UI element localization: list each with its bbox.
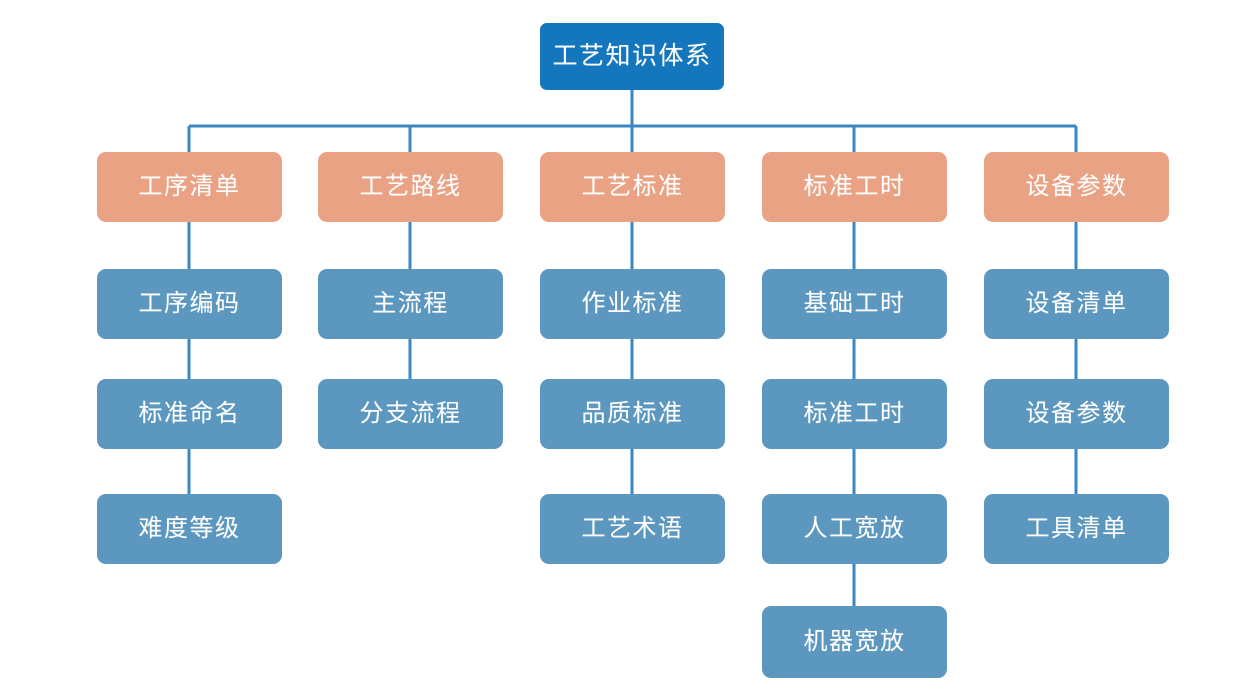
node-leaf-3-3[interactable]: 工艺术语 [540, 494, 725, 564]
node-leaf-4-4[interactable]: 机器宽放 [762, 606, 947, 678]
node-leaf-3-3-label: 工艺术语 [581, 515, 684, 542]
node-branch-2-label: 工艺路线 [359, 173, 462, 200]
node-branch-3[interactable]: 工艺标准 [540, 152, 725, 222]
node-root-label: 工艺知识体系 [552, 42, 712, 70]
node-leaf-2-1[interactable]: 主流程 [318, 269, 503, 339]
node-branch-1[interactable]: 工序清单 [97, 152, 282, 222]
node-branch-5-label: 设备参数 [1025, 173, 1128, 200]
node-leaf-1-3[interactable]: 难度等级 [97, 494, 282, 564]
node-branch-5[interactable]: 设备参数 [984, 152, 1169, 222]
node-branch-2[interactable]: 工艺路线 [318, 152, 503, 222]
node-leaf-1-1-label: 工序编码 [138, 290, 241, 317]
node-leaf-2-1-label: 主流程 [372, 290, 449, 317]
node-leaf-5-2[interactable]: 设备参数 [984, 379, 1169, 449]
node-leaf-3-1-label: 作业标准 [581, 290, 684, 317]
node-leaf-5-1[interactable]: 设备清单 [984, 269, 1169, 339]
node-leaf-5-2-label: 设备参数 [1025, 400, 1128, 427]
node-leaf-4-4-label: 机器宽放 [803, 628, 906, 655]
node-leaf-3-2[interactable]: 品质标准 [540, 379, 725, 449]
node-root[interactable]: 工艺知识体系 [540, 23, 724, 90]
node-leaf-5-3-label: 工具清单 [1025, 515, 1128, 542]
node-branch-4-label: 标准工时 [803, 173, 906, 200]
node-leaf-4-3-label: 人工宽放 [803, 515, 906, 542]
node-branch-1-label: 工序清单 [138, 173, 241, 200]
node-leaf-1-3-label: 难度等级 [138, 515, 241, 542]
node-leaf-3-2-label: 品质标准 [581, 400, 684, 427]
node-leaf-5-1-label: 设备清单 [1025, 290, 1128, 317]
node-leaf-1-1[interactable]: 工序编码 [97, 269, 282, 339]
node-branch-4[interactable]: 标准工时 [762, 152, 947, 222]
node-leaf-4-1[interactable]: 基础工时 [762, 269, 947, 339]
node-leaf-1-2-label: 标准命名 [138, 400, 241, 427]
node-leaf-5-3[interactable]: 工具清单 [984, 494, 1169, 564]
node-leaf-2-2-label: 分支流程 [359, 400, 462, 427]
node-leaf-1-2[interactable]: 标准命名 [97, 379, 282, 449]
node-leaf-4-2-label: 标准工时 [803, 400, 906, 427]
node-leaf-4-3[interactable]: 人工宽放 [762, 494, 947, 564]
node-leaf-2-2[interactable]: 分支流程 [318, 379, 503, 449]
node-branch-3-label: 工艺标准 [581, 173, 684, 200]
node-leaf-4-2[interactable]: 标准工时 [762, 379, 947, 449]
node-leaf-3-1[interactable]: 作业标准 [540, 269, 725, 339]
node-leaf-4-1-label: 基础工时 [803, 290, 906, 317]
